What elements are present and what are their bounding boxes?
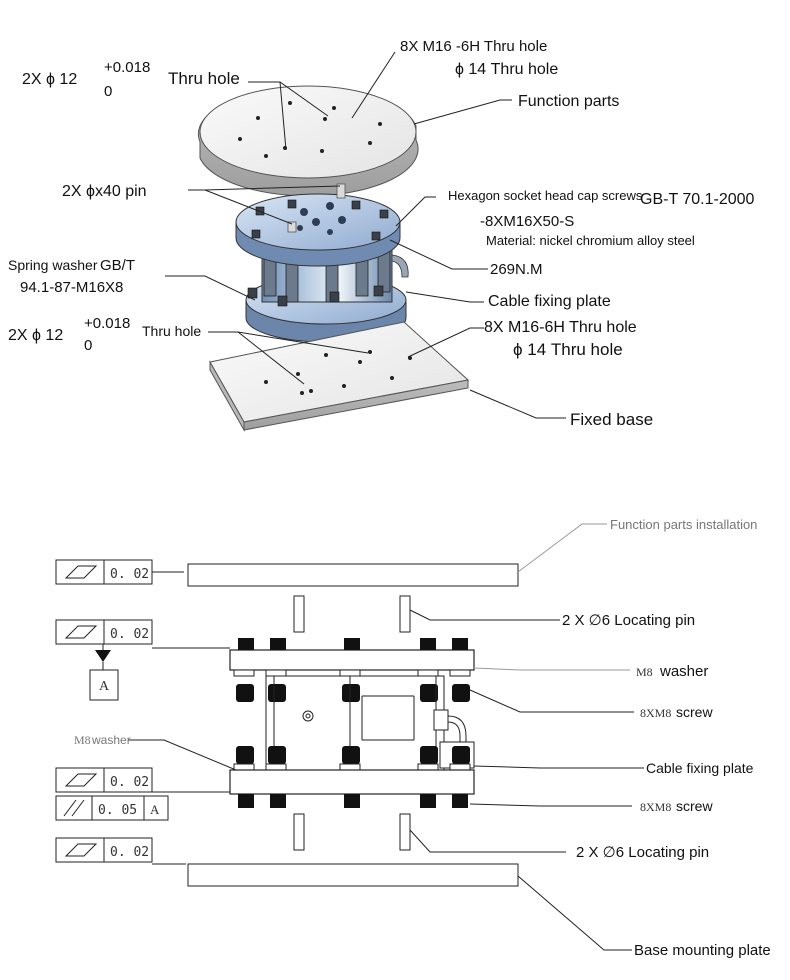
m8-washer-left-a: M8	[74, 733, 91, 747]
screw-bottom-label-a: 8XM8	[640, 800, 671, 814]
screw-top-label-b: screw	[676, 704, 713, 720]
tolerance-frame-5	[55, 837, 186, 865]
lower-flange	[229, 746, 475, 808]
tolerance-frame-3	[55, 767, 230, 793]
function-install-leader	[517, 523, 607, 573]
base-holes12-tol-lower: 0	[84, 337, 92, 354]
spring-washer-spec: 94.1-87-M16X8	[20, 279, 123, 296]
screw-bottom-label-b: screw	[676, 798, 713, 814]
datum-a-label: A	[99, 679, 110, 694]
base-mounting-plate	[187, 863, 519, 887]
m8-washer-right-b: washer	[659, 663, 708, 680]
upper-flange	[229, 638, 475, 702]
screws-spec-label: -8XM16X50-S	[480, 213, 574, 230]
holes12-tol-upper: +0.018	[104, 59, 150, 76]
screws-label-b: GB-T 70.1-2000	[640, 191, 755, 208]
function-parts-label: Function parts	[518, 93, 619, 110]
pin-top-leader	[409, 609, 560, 621]
leader-lines-top	[165, 51, 566, 419]
tolerance-4-datum: A	[150, 802, 160, 817]
tolerance-frame-2	[55, 619, 230, 701]
tolerance-frame-1	[55, 559, 184, 585]
locating-pin-top-left	[293, 595, 305, 633]
screws-material-label: Material: nickel chromium alloy steel	[486, 233, 695, 248]
pin-top-label: 2 X ∅6 Locating pin	[562, 612, 695, 629]
tolerance-5-value: 0. 02	[110, 845, 149, 860]
holes12-tol-lower: 0	[104, 83, 112, 100]
tolerance-1-value: 0. 02	[110, 567, 149, 582]
tolerance-2-value: 0. 02	[110, 627, 149, 642]
function-parts-plate	[197, 85, 419, 197]
spring-washer-label-b: GB/T	[100, 257, 135, 274]
m16-holes-label: 8X M16 -6H Thru hole	[400, 38, 547, 55]
locating-pin-bottom-right	[399, 813, 411, 851]
cable-plate-label-top: Cable fixing plate	[488, 293, 611, 310]
tolerance-frame-4	[55, 795, 169, 821]
screws-label-a: Hexagon socket head cap screws	[448, 188, 643, 203]
leader-lines-bottom	[128, 667, 644, 951]
function-install-plate	[187, 563, 519, 587]
locating-pin-top-right	[399, 595, 411, 633]
fixed-base-label: Fixed base	[570, 410, 653, 429]
tolerance-3-value: 0. 02	[110, 775, 149, 790]
function-install-label: Function parts installation	[610, 517, 757, 532]
base-holes12-suffix: Thru hole	[142, 323, 201, 339]
base-holes12-tol-upper: +0.018	[84, 315, 130, 332]
base-m16-label: 8X M16-6H Thru hole	[484, 319, 637, 336]
screw-top-label-a: 8XM8	[640, 706, 671, 720]
locating-pin-bottom-left	[293, 813, 305, 851]
m8-washer-left-b: washer	[91, 733, 131, 747]
pin-bottom-label: 2 X ∅6 Locating pin	[576, 844, 709, 861]
holes12-label: 2X ϕ 12	[22, 71, 77, 88]
base-plate-label: Base mounting plate	[634, 942, 771, 959]
tolerance-4-value: 0. 05	[98, 803, 137, 818]
spring-washer-label-a: Spring washer	[8, 257, 98, 273]
base-m16-label-2: ϕ 14 Thru hole	[513, 340, 623, 359]
m8-washer-right-a: M8	[636, 665, 653, 679]
torque-label: 269N.M	[490, 261, 543, 278]
cable-plate-label-bottom: Cable fixing plate	[646, 760, 754, 776]
adapter-assembly	[235, 183, 409, 343]
fixed-base-plate	[209, 321, 470, 432]
pin-label: 2X ϕx40 pin	[62, 183, 147, 200]
holes12-suffix: Thru hole	[168, 69, 240, 88]
base-holes12-label: 2X ϕ 12	[8, 327, 63, 344]
m16-holes-label-2: ϕ 14 Thru hole	[455, 61, 558, 78]
